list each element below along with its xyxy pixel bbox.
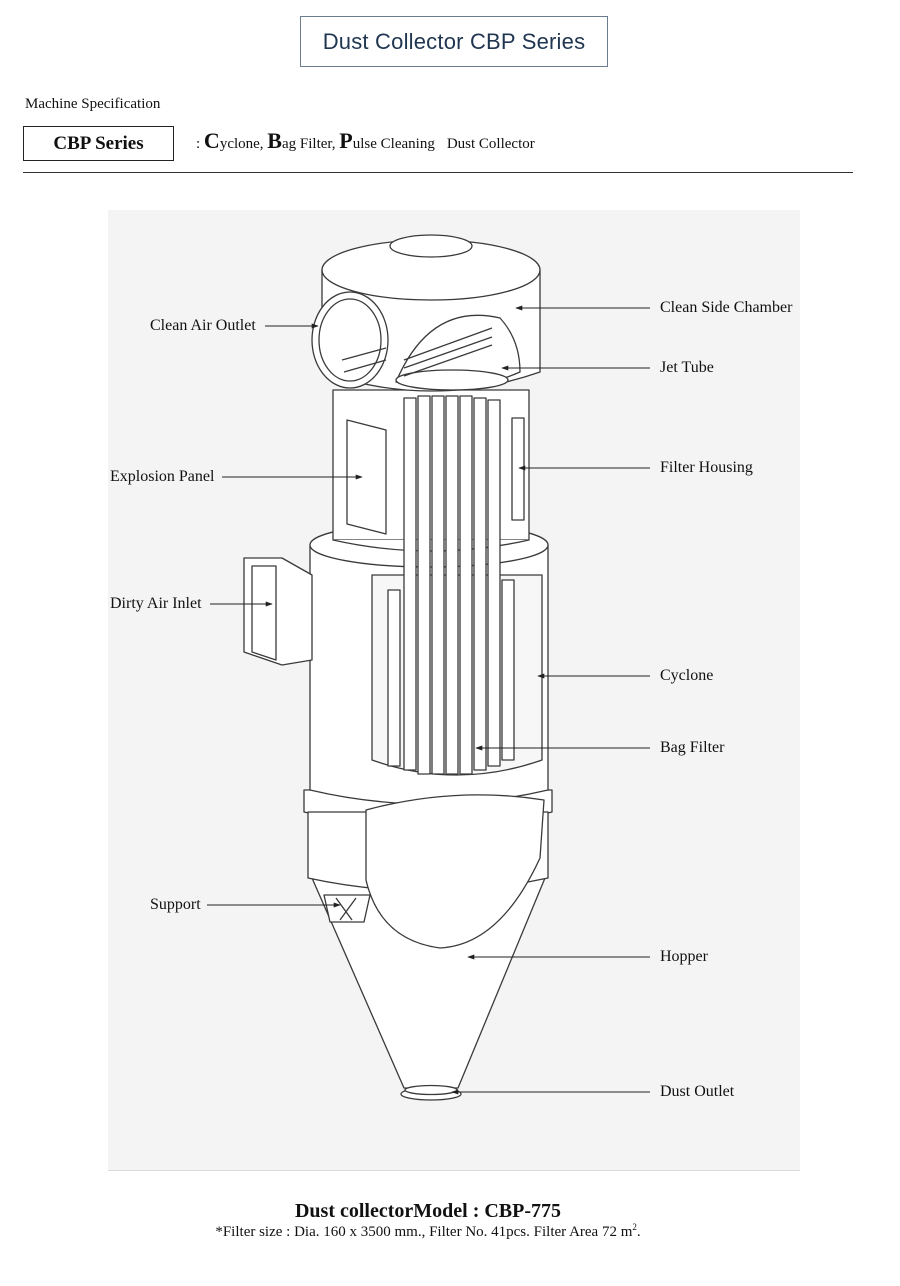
callout-clean-air-outlet: Clean Air Outlet [150,317,256,334]
filter-spec-text: *Filter size : Dia. 160 x 3500 mm., Filt… [215,1224,633,1240]
desc-c-letter: C [203,128,220,153]
filter-spec-superscript: 2 [632,1222,637,1232]
series-name-box: CBP Series [23,126,174,161]
page-title: Dust Collector CBP Series [300,16,608,67]
filter-spec-end: . [636,1224,641,1240]
support-bracket [323,894,371,923]
model-caption: Dust collectorModel : CBP-775 [294,1200,562,1222]
callout-filter-housing: Filter Housing [660,459,753,476]
filter-spec-note: *Filter size : Dia. 160 x 3500 mm., Filt… [0,1222,856,1241]
header-divider [23,172,853,173]
figure-divider [108,1170,800,1171]
series-description: : Cyclone, Bag Filter, Pulse Cleaning Dus… [196,128,535,154]
inner-hopper-bowl [365,794,545,949]
desc-b-letter: B [267,128,282,153]
callout-dust-outlet: Dust Outlet [660,1083,735,1100]
top-cap [389,234,473,258]
callout-cyclone: Cyclone [660,667,714,684]
callout-bag-filter: Bag Filter [660,739,725,756]
callout-explosion-panel: Explosion Panel [110,468,215,485]
desc-c-rest: yclone, [219,136,268,152]
desc-p-letter: P [339,128,353,153]
desc-b-rest: ag Filter, [281,136,340,152]
callout-support: Support [150,896,201,913]
desc-prefix: : [196,136,204,152]
callout-jet-tube: Jet Tube [660,359,714,376]
callout-hopper: Hopper [660,948,708,965]
explosion-panel-shape [346,419,387,535]
desc-p-rest: ulse Cleaning [352,136,435,152]
callout-clean-side-chamber: Clean Side Chamber [660,299,793,316]
desc-suffix: Dust Collector [446,136,535,152]
callout-dirty-air-inlet: Dirty Air Inlet [110,595,202,612]
machine-spec-label: Machine Specification [25,96,161,112]
